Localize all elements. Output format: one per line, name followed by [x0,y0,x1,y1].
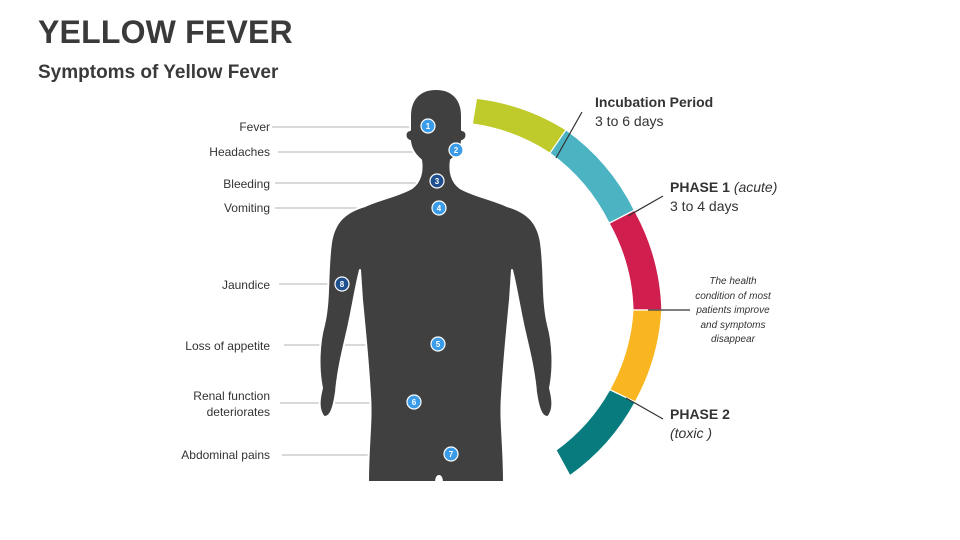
symptom-label-renal: Renal function deteriorates [193,388,270,420]
arc-phase1-b [608,209,663,311]
remission-note-line: and symptoms [700,319,766,331]
symptom-label-fever: Fever [239,120,270,134]
marker-number: 5 [436,340,441,349]
marker-number: 7 [449,450,454,459]
incubation-detail: 3 to 6 days [595,113,664,129]
symptom-label-abdominal: Abdominal pains [181,448,270,462]
arc-incubation [471,97,567,155]
human-silhouette [318,88,554,483]
remission-note-line: condition of most [695,290,771,302]
symptom-label-renal-line2: deteriorates [206,405,270,419]
arc-phase2 [555,388,637,477]
timeline-arc [471,97,663,477]
marker-number: 3 [435,177,440,186]
symptom-label-bleeding: Bleeding [223,177,270,191]
phase1-label: PHASE 1 (acute) 3 to 4 days [670,178,777,216]
remission-note: The health condition of most patients im… [683,275,783,348]
phase1-title: PHASE 1 [670,179,730,195]
marker-fever: 1 [420,118,436,134]
phase2-title: PHASE 2 [670,406,730,422]
pointer-incubation [555,111,583,159]
symptom-label-vomiting: Vomiting [223,201,270,215]
marker-number: 4 [437,204,442,213]
marker-loss-of-appetite: 5 [430,336,446,352]
phase2-label: PHASE 2 (toxic ) [670,405,730,443]
marker-headaches: 2 [448,142,464,158]
phase2-qualifier: (toxic ) [670,425,712,441]
symptom-label-headaches: Headaches [209,145,270,159]
page-subtitle: Symptoms of Yellow Fever [38,62,279,83]
remission-note-line: disappear [711,334,755,345]
marker-number: 1 [426,122,431,131]
arc-remission [608,309,663,403]
remission-note-line: patients improve [696,305,770,316]
page-title: YELLOW FEVER [38,14,293,50]
marker-jaundice: 8 [334,276,350,292]
phase-pointers [555,111,690,420]
pointer-phase1 [627,195,664,217]
pointer-phase2 [625,397,664,420]
marker-bleeding: 3 [429,173,445,189]
marker-renal: 6 [406,394,422,410]
marker-vomiting: 4 [431,200,447,216]
symptom-label-jaundice: Jaundice [221,278,270,292]
incubation-title: Incubation Period [595,94,714,110]
marker-abdominal: 7 [443,446,459,462]
remission-note-line: The health [709,276,757,287]
phase1-detail: 3 to 4 days [670,198,739,214]
marker-number: 8 [340,280,345,289]
symptom-label-loss-of-appetite: Loss of appetite [185,339,270,353]
symptom-label-renal-line1: Renal function [193,389,270,403]
arc-phase1-a [549,128,636,225]
incubation-label: Incubation Period 3 to 6 days [595,93,713,131]
phase1-qualifier: (acute) [733,179,778,195]
marker-number: 6 [412,398,417,407]
symptom-markers: 1 2 3 4 8 5 6 7 [334,118,464,462]
marker-number: 2 [454,146,459,155]
